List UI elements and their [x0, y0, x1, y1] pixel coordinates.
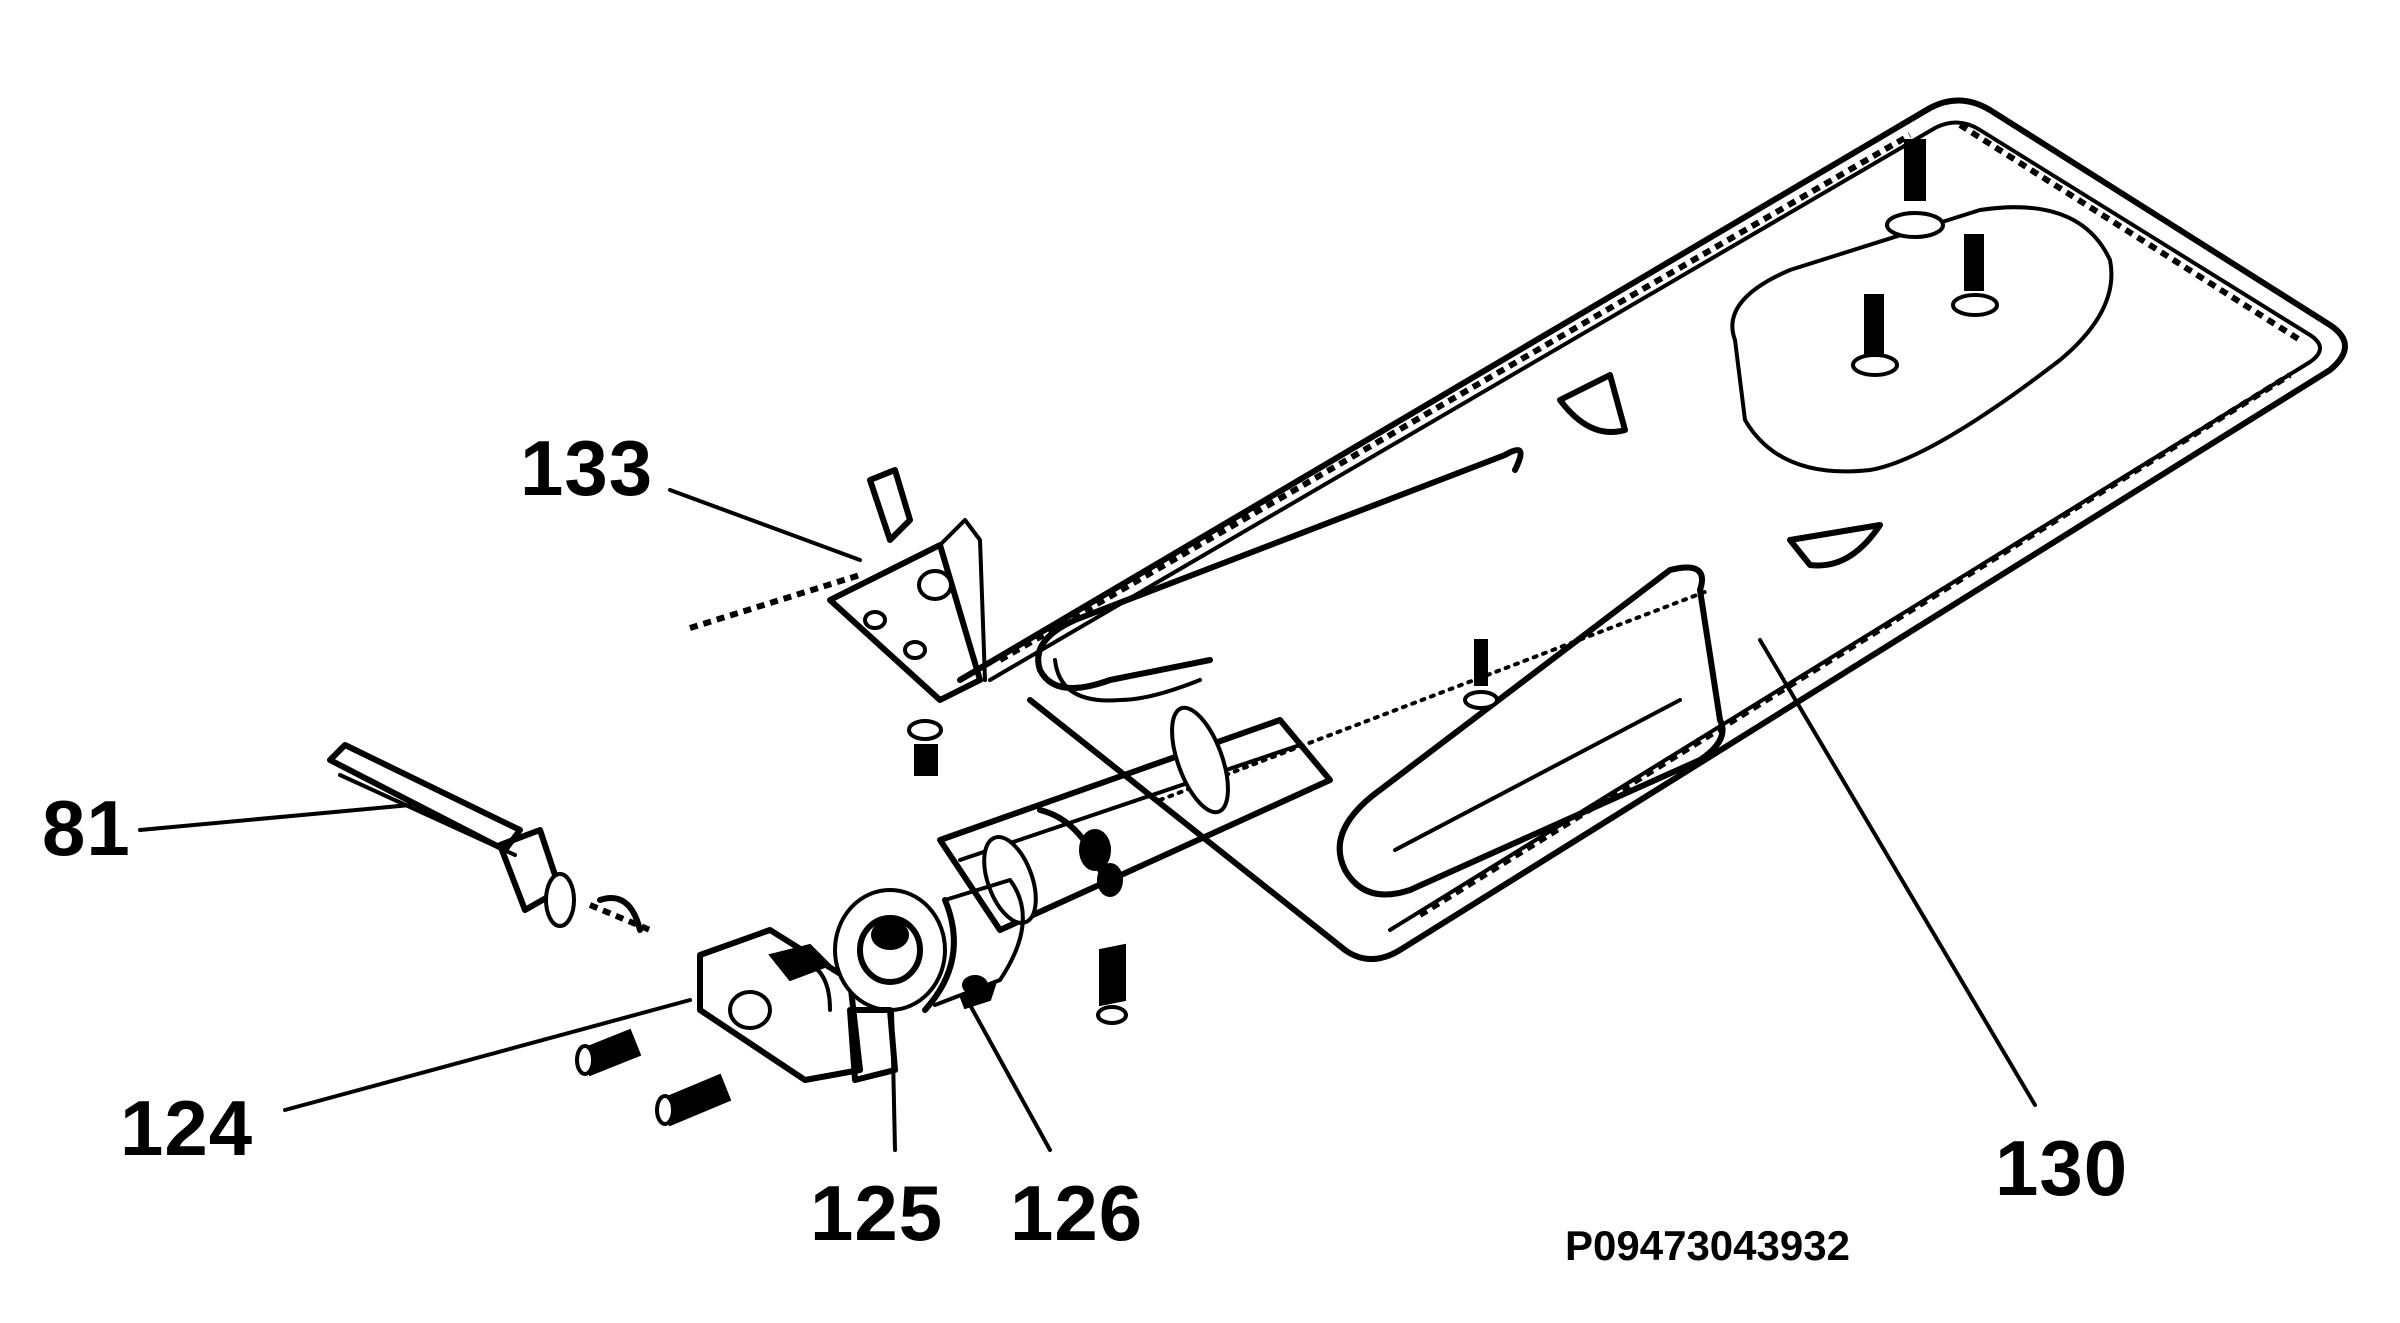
leader-line-126 — [968, 1003, 1052, 1152]
part-label-124: 124 — [120, 1084, 253, 1172]
reference-code: P09473043932 — [1565, 1222, 1850, 1269]
valve-body — [575, 927, 863, 1127]
leader-line-130 — [1758, 638, 2037, 1107]
screw-icon — [907, 719, 943, 776]
part-label-133: 133 — [520, 424, 653, 512]
bolt-icon — [1885, 139, 1945, 239]
injector-assembly — [833, 878, 1025, 1083]
leader-line-124 — [283, 998, 692, 1112]
bracket — [689, 467, 987, 776]
bolt-icon — [655, 1073, 732, 1127]
part-label-81: 81 — [42, 784, 131, 872]
burner-tube — [937, 705, 1333, 1025]
bolt-icon — [1951, 234, 1999, 317]
screw-icon — [1096, 943, 1128, 1025]
screw-icon — [958, 975, 997, 1010]
part-label-125: 125 — [810, 1169, 943, 1257]
leader-line-125 — [890, 1008, 897, 1152]
bolt-icon — [1851, 294, 1899, 377]
gas-pipe — [327, 742, 652, 933]
burner-plate — [957, 97, 2348, 962]
part-label-130: 130 — [1995, 1124, 2128, 1212]
leader-line-133 — [668, 488, 862, 562]
screw-icon — [1463, 639, 1499, 710]
bolt-icon — [575, 1028, 642, 1077]
part-label-126: 126 — [1010, 1169, 1143, 1257]
leader-line-81 — [138, 803, 412, 832]
